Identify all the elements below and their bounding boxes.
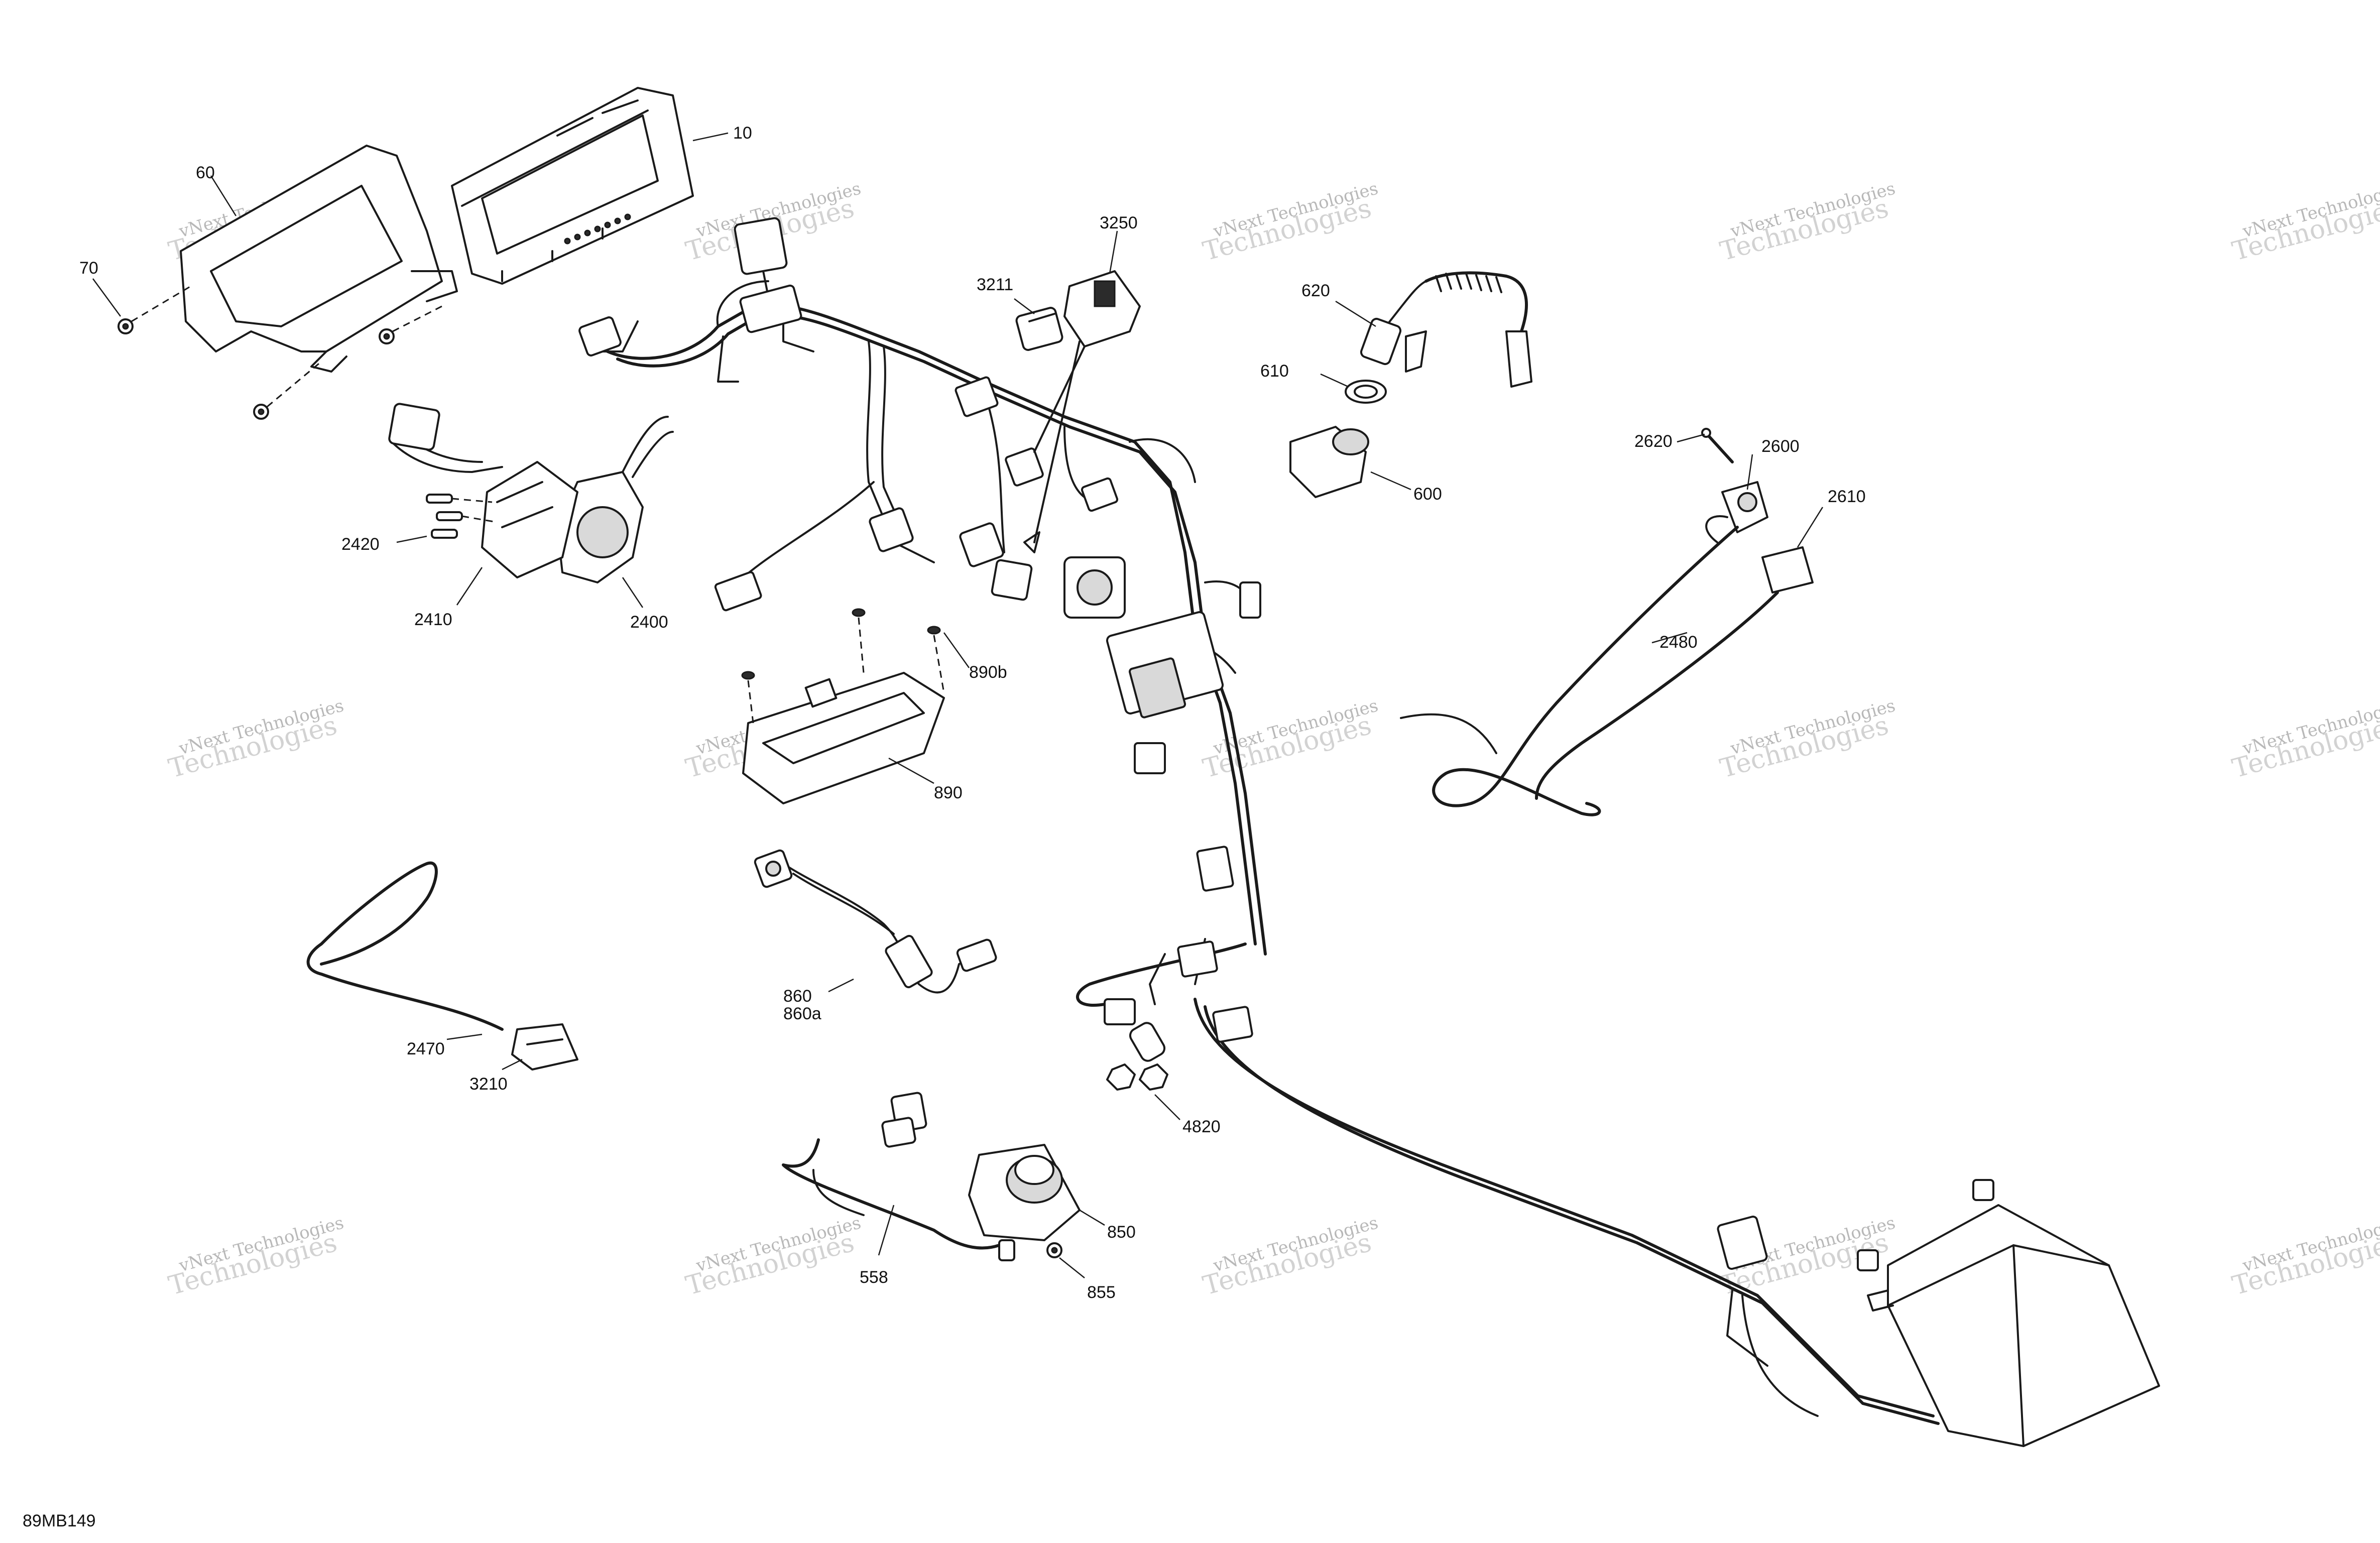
- part-2600-terminal-block: 2600: [1721, 437, 1800, 533]
- part-2470-cable: 2470: [306, 861, 504, 1058]
- part-3250-switch: 3250: [1023, 213, 1141, 553]
- part-858-harness: 558: [782, 1092, 1001, 1287]
- part-60-cluster-bracket: 60: [180, 145, 458, 373]
- watermark: Technologies vNext Technologies: [166, 695, 346, 784]
- part-890b-rivets: 890b: [741, 608, 1007, 724]
- part-3211-connector: 3211: [977, 275, 1063, 351]
- callout-60: 60: [196, 163, 215, 182]
- watermark: Technologies vNext Technologies: [1717, 695, 1897, 784]
- callout-850: 850: [1107, 1223, 1136, 1242]
- callout-890: 890: [934, 783, 963, 802]
- watermark: Technologies vNext Technologies: [2229, 695, 2380, 784]
- watermark: Technologies vNext Technologies: [2229, 178, 2380, 267]
- callout-2400: 2400: [630, 613, 668, 632]
- callout-2620: 2620: [1634, 432, 1673, 451]
- callout-3211: 3211: [977, 275, 1013, 294]
- callout-860a: 860a: [783, 1004, 821, 1023]
- callout-610: 610: [1260, 362, 1289, 381]
- callout-2470: 2470: [407, 1039, 445, 1058]
- callout-2610: 2610: [1828, 487, 1866, 506]
- part-890-tray: 890: [742, 672, 963, 804]
- part-600-dess-post: 600: [1289, 426, 1442, 504]
- watermark: Technologies vNext Technologies: [1200, 1213, 1380, 1301]
- callout-890b: 890b: [969, 663, 1007, 682]
- callout-70: 70: [79, 259, 98, 278]
- watermark: Technologies vNext Technologies: [1200, 695, 1380, 784]
- watermark: Technologies vNext Technologies: [683, 1213, 863, 1301]
- part-610-seal: 610: [1260, 362, 1387, 404]
- callout-3250: 3250: [1100, 213, 1138, 232]
- part-2400-handlebar-switch: 2400: [556, 416, 674, 632]
- part-2620-bolt: 2620: [1634, 428, 1734, 463]
- cluster-indicator-dots: [564, 213, 631, 245]
- part-2480-battery-cable: 2480: [1400, 515, 1779, 816]
- diagram-code: 89MB149: [23, 1511, 96, 1530]
- callout-600: 600: [1413, 485, 1442, 504]
- part-3210-connector: 3210: [469, 1023, 578, 1094]
- callout-860: 860: [783, 987, 812, 1006]
- part-10-instrument-cluster: 10: [451, 87, 752, 285]
- part-2410-switch-housing: 2410: [388, 403, 578, 629]
- watermark: Technologies vNext Technologies: [166, 1213, 346, 1301]
- watermark: Technologies vNext Technologies: [1717, 178, 1897, 267]
- callout-858: 558: [860, 1268, 888, 1287]
- callout-855: 855: [1087, 1283, 1116, 1302]
- part-850-switch-module: 850: [968, 1144, 1136, 1242]
- callout-620: 620: [1301, 281, 1330, 300]
- watermark: Technologies vNext Technologies: [2229, 1213, 2380, 1301]
- callout-4820: 4820: [1182, 1117, 1221, 1136]
- callout-2480: 2480: [1659, 633, 1698, 652]
- part-855-fasteners: 855: [998, 1239, 1116, 1302]
- watermark-layer: Technologies vNext Technologies Technolo…: [166, 178, 2380, 1301]
- part-860-harness: 860 860a: [754, 849, 997, 1023]
- part-2610-fuse-cap: 2610: [1761, 487, 1866, 594]
- part-70-screws: 70: [79, 259, 442, 420]
- part-4820-nuts: 4820: [1106, 1063, 1221, 1136]
- callout-2410: 2410: [414, 610, 452, 629]
- harness-connectors: [578, 217, 1768, 1270]
- callout-2420: 2420: [341, 535, 380, 554]
- callout-2600: 2600: [1761, 437, 1800, 456]
- part-2420-screws: 2420: [341, 494, 498, 554]
- callout-3210: 3210: [469, 1075, 508, 1094]
- battery: [1857, 1179, 2160, 1447]
- watermark: Technologies vNext Technologies: [1200, 178, 1380, 267]
- part-620-tether-cord: 620: [1301, 271, 1532, 388]
- callout-10: 10: [733, 124, 752, 143]
